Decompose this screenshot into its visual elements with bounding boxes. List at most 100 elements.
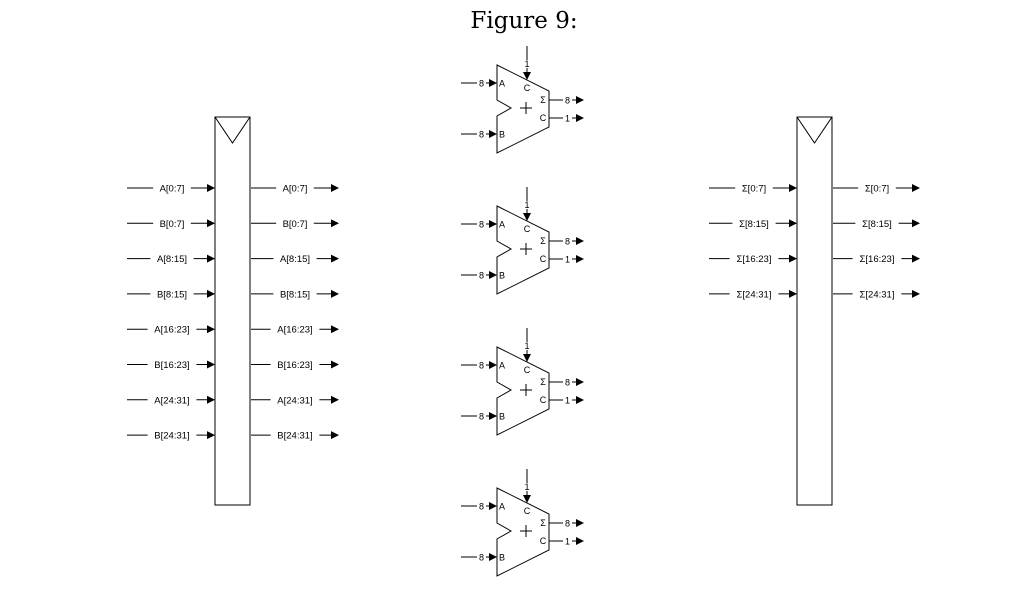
left-input-5-label: B[16:23]	[154, 360, 189, 371]
right-register-body	[796, 116, 833, 506]
left-input-3: B[8:15]	[127, 289, 215, 300]
left-output-4-label: A[16:23]	[277, 325, 312, 336]
right-register: Σ[0:7] Σ[8:15] Σ[16:23] Σ[24:31] Σ[0:7] Σ[8:1…	[709, 116, 920, 506]
left-input-2-label: A[8:15]	[157, 254, 187, 265]
port-b-label: B	[499, 553, 505, 563]
left-output-7-label: B[24:31]	[277, 431, 312, 442]
in-a-width: 8	[479, 361, 484, 371]
left-output-2: A[8:15]	[251, 254, 339, 265]
adder-body	[496, 205, 550, 295]
right-output-0-label: Σ[0:7]	[865, 184, 889, 195]
port-a-label: A	[499, 79, 505, 89]
in-b-width: 8	[479, 553, 484, 563]
left-input-1-label: B[0:7]	[160, 219, 185, 230]
port-a-label: A	[499, 502, 505, 512]
left-register: A[0:7] B[0:7] A[8:15] B[8:15] A[16:23] B[16:2…	[127, 116, 339, 506]
left-output-4: A[16:23]	[251, 325, 339, 336]
port-cin-label: C	[524, 83, 531, 93]
left-output-5: B[16:23]	[251, 360, 339, 371]
port-cin-label: C	[524, 365, 531, 375]
carry-out-width: 1	[565, 396, 570, 406]
carry-out-width: 1	[565, 537, 570, 547]
adder-body	[496, 346, 550, 436]
right-output-3: Σ[24:31]	[833, 289, 920, 300]
sum-out-width: 8	[565, 96, 570, 106]
right-register-clock-triangle	[796, 116, 833, 144]
carry-in-width: 1	[524, 482, 529, 492]
left-output-6: A[24:31]	[251, 395, 339, 406]
port-b-label: B	[499, 412, 505, 422]
carry-out-width: 1	[565, 114, 570, 124]
left-output-7: B[24:31]	[251, 431, 339, 442]
left-input-0-label: A[0:7]	[160, 184, 185, 195]
port-b-label: B	[499, 271, 505, 281]
left-output-1: B[0:7]	[251, 219, 339, 230]
left-output-6-label: A[24:31]	[277, 395, 312, 406]
left-output-3: B[8:15]	[251, 289, 339, 300]
carry-in-width: 1	[524, 59, 529, 69]
carry-in-width: 1	[524, 341, 529, 351]
left-input-6: A[24:31]	[127, 395, 215, 406]
sum-out-width: 8	[565, 519, 570, 529]
right-input-1: Σ[8:15]	[709, 219, 797, 230]
in-a-width: 8	[479, 79, 484, 89]
left-output-1-label: B[0:7]	[283, 219, 308, 230]
port-cin-label: C	[524, 224, 531, 234]
port-a-label: A	[499, 220, 505, 230]
left-output-5-label: B[16:23]	[277, 360, 312, 371]
left-output-3-label: B[8:15]	[280, 289, 310, 300]
carry-in-width: 1	[524, 200, 529, 210]
right-output-2: Σ[16:23]	[833, 254, 920, 265]
left-output-2-label: A[8:15]	[280, 254, 310, 265]
left-input-7: B[24:31]	[127, 431, 215, 442]
in-b-width: 8	[479, 412, 484, 422]
left-input-3-label: B[8:15]	[157, 289, 187, 300]
port-a-label: A	[499, 361, 505, 371]
port-sum-label: Σ	[540, 518, 546, 528]
figure-title: Figure 9:	[470, 8, 577, 34]
port-cout-label: C	[540, 536, 547, 546]
left-input-4-label: A[16:23]	[154, 325, 189, 336]
right-input-1-label: Σ[8:15]	[739, 219, 769, 230]
port-cout-label: C	[540, 395, 547, 405]
port-b-label: B	[499, 130, 505, 140]
left-input-1: B[0:7]	[127, 219, 215, 230]
adder-body	[496, 64, 550, 154]
left-input-7-label: B[24:31]	[154, 431, 189, 442]
right-output-1-label: Σ[8:15]	[862, 219, 892, 230]
carry-out-width: 1	[565, 255, 570, 265]
left-input-4: A[16:23]	[127, 325, 215, 336]
right-output-3-label: Σ[24:31]	[860, 289, 895, 300]
port-sum-label: Σ	[540, 236, 546, 246]
in-b-width: 8	[479, 130, 484, 140]
left-input-0: A[0:7]	[127, 184, 215, 195]
right-input-0-label: Σ[0:7]	[742, 184, 766, 195]
left-register-body	[214, 116, 251, 506]
port-cout-label: C	[540, 254, 547, 264]
right-input-3: Σ[24:31]	[709, 289, 797, 300]
port-cout-label: C	[540, 113, 547, 123]
left-input-5: B[16:23]	[127, 360, 215, 371]
left-output-0-label: A[0:7]	[283, 184, 308, 195]
left-input-2: A[8:15]	[127, 254, 215, 265]
port-sum-label: Σ	[540, 377, 546, 387]
right-input-0: Σ[0:7]	[709, 184, 797, 195]
adder-body	[496, 487, 550, 577]
in-b-width: 8	[479, 271, 484, 281]
right-input-3-label: Σ[24:31]	[737, 289, 772, 300]
left-input-6-label: A[24:31]	[154, 395, 189, 406]
port-cin-label: C	[524, 506, 531, 516]
port-sum-label: Σ	[540, 95, 546, 105]
left-register-clock-triangle	[214, 116, 251, 144]
left-output-0: A[0:7]	[251, 184, 339, 195]
right-input-2: Σ[16:23]	[709, 254, 797, 265]
sum-out-width: 8	[565, 237, 570, 247]
in-a-width: 8	[479, 220, 484, 230]
right-output-1: Σ[8:15]	[833, 219, 920, 230]
